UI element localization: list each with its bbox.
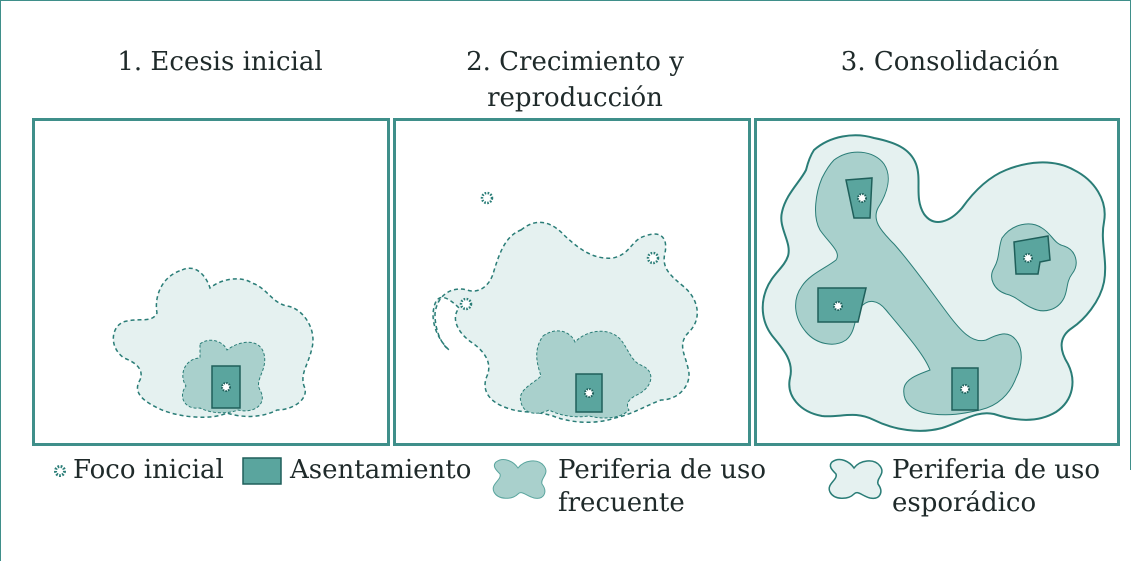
panel-1-title: 1. Ecesis inicial [117,47,323,77]
legend-frecuente-label-line1: Periferia de uso [558,455,767,485]
panel-3-focus-right [1023,253,1033,263]
panel-2-crecimiento-diagram [393,118,751,446]
legend-frecuente-label-line2: frecuente [558,488,685,518]
legend-foco-label: Foco inicial [73,455,224,485]
panel-1-ecesis-diagram [32,118,390,446]
legend-esporadico-label-line1: Periferia de uso [892,455,1101,485]
panel-3-frequent-periphery [795,151,1022,416]
panel-2-title-line1: 2. Crecimiento y [466,47,684,77]
legend-esporadico-icon [828,458,883,500]
panel-1-initial-focus [221,382,231,392]
legend-foco-icon [54,465,66,477]
panel-3-focus-left [833,301,843,311]
legend-esporadico-label-line2: esporádico [892,488,1037,518]
panel-2-focus-right [646,251,660,265]
legend-frecuente-icon [492,459,547,499]
panel-2-focus-isolated [480,191,494,205]
panel-3-title: 3. Consolidación [840,47,1060,77]
panel-2-focus-settlement [584,388,594,398]
legend-asentamiento-label: Asentamiento [290,455,472,485]
panel-3-focus-bottom [960,384,970,394]
panel-3-consolidacion-diagram [754,118,1120,446]
panel-2-focus-left [459,297,473,311]
legend-asentamiento-icon [242,457,282,485]
panel-2-title-line2: reproducción [487,83,663,113]
panel-3-focus-top [857,193,867,203]
panel-3-settlement-left [817,287,867,323]
